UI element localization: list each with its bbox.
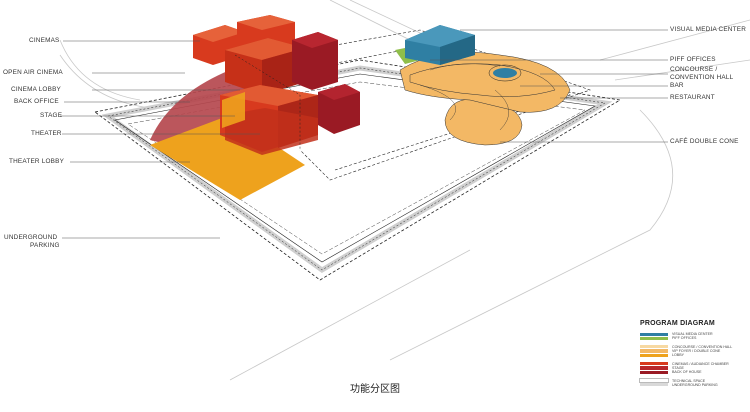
label-visual-media-center: VISUAL MEDIA CENTER bbox=[670, 26, 747, 33]
legend-swatch bbox=[640, 383, 668, 387]
legend-swatch bbox=[640, 366, 668, 370]
label-theater-lobby: THEATER LOBBY bbox=[9, 158, 65, 165]
label-convention-hall: CONVENTION HALL bbox=[670, 74, 734, 81]
label-theater: THEATER bbox=[31, 130, 62, 137]
label-cinemas: CINEMAS bbox=[29, 37, 60, 44]
legend-swatch bbox=[640, 349, 668, 353]
legend-item: CINEMAS / AUDIANCE CHAMBER bbox=[640, 361, 750, 366]
legend-item: STAGE bbox=[640, 366, 750, 370]
legend-item: VISUAL MEDIA CENTER bbox=[640, 332, 750, 336]
legend-label: TECHNICAL SPACE bbox=[672, 378, 706, 383]
label-cinema-lobby: CINEMA LOBBY bbox=[11, 86, 61, 93]
leader-lines-left bbox=[60, 40, 260, 239]
legend-label: CONCOURSE / CONVENTION HALL bbox=[672, 344, 733, 349]
legend-label: STAGE bbox=[672, 365, 684, 370]
legend-swatch bbox=[640, 353, 668, 357]
legend-swatch bbox=[640, 332, 668, 336]
legend-label: VIP FOYER / DOUBLE CONE bbox=[672, 349, 721, 354]
legend-label: PIFF OFFICES bbox=[672, 336, 697, 341]
legend-swatch bbox=[640, 370, 668, 374]
label-stage: STAGE bbox=[40, 112, 63, 119]
legend-item: VIP FOYER / DOUBLE CONE bbox=[640, 349, 750, 353]
legend-title: PROGRAM DIAGRAM bbox=[640, 320, 715, 327]
concourse-complex bbox=[395, 25, 571, 146]
legend-swatch bbox=[639, 377, 669, 384]
legend-label: UNDERGROUND PARKING bbox=[672, 382, 718, 387]
figure-caption: 功能分区图 bbox=[350, 384, 400, 395]
context-lines bbox=[59, 0, 750, 381]
legend-item: LOBBY bbox=[640, 353, 750, 357]
legend-item: UNDERGROUND PARKING bbox=[640, 383, 750, 387]
legend-label: VISUAL MEDIA CENTER bbox=[672, 332, 713, 337]
label-back-office: BACK OFFICE bbox=[14, 98, 59, 105]
label-cafe-double-cone: CAFÉ DOUBLE CONE bbox=[670, 138, 739, 145]
legend-swatch bbox=[640, 345, 668, 349]
legend-item: CONCOURSE / CONVENTION HALL bbox=[640, 345, 750, 349]
legend-label: CINEMAS / AUDIANCE CHAMBER bbox=[672, 361, 729, 366]
cinema-theater-complex bbox=[150, 15, 360, 200]
label-bar: BAR bbox=[670, 82, 684, 89]
label-underground: UNDERGROUND bbox=[4, 234, 58, 241]
label-piff-offices: PIFF OFFICES bbox=[670, 56, 716, 63]
label-restaurant: RESTAURANT bbox=[670, 94, 715, 101]
legend-label: BACK OF HOUSE bbox=[672, 370, 702, 375]
legend-item: BACK OF HOUSE bbox=[640, 370, 750, 374]
label-open-air-cinema: OPEN AIR CINEMA bbox=[3, 69, 63, 76]
legend-item: TECHNICAL SPACE bbox=[639, 377, 750, 384]
legend-swatch bbox=[640, 336, 668, 341]
leader-lines-right bbox=[430, 29, 668, 143]
legend-item: PIFF OFFICES bbox=[640, 336, 750, 340]
legend-swatch bbox=[640, 362, 668, 366]
theater-lobby bbox=[150, 115, 305, 200]
label-parking: PARKING bbox=[30, 242, 60, 249]
legend-label: LOBBY bbox=[672, 353, 684, 358]
label-concourse: CONCOURSE / bbox=[670, 66, 718, 73]
